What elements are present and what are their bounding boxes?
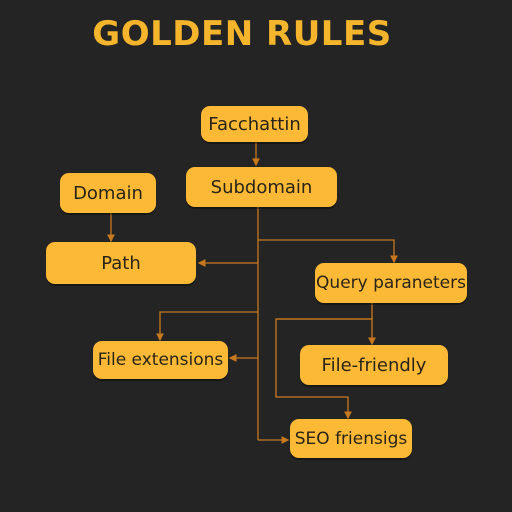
node-seo-friendly: SEO friensigs — [290, 419, 412, 458]
node-subdomain: Subdomain — [186, 167, 337, 207]
node-query-parameters: Query paraneters — [315, 263, 467, 303]
node-facchattin: Facchattin — [201, 106, 308, 142]
link-subdomain-query — [258, 239, 398, 264]
node-domain: Domain — [60, 173, 156, 213]
link-to-file-friendly — [276, 318, 376, 346]
node-file-friendly: File-friendly — [300, 345, 448, 385]
node-path: Path — [46, 242, 196, 284]
link-subdomain-file-ext — [156, 311, 258, 342]
link-query-file-friendly — [275, 302, 373, 420]
node-file-extensions: File extensions — [93, 341, 228, 379]
diagram-title: GOLDEN RULES — [92, 14, 392, 54]
